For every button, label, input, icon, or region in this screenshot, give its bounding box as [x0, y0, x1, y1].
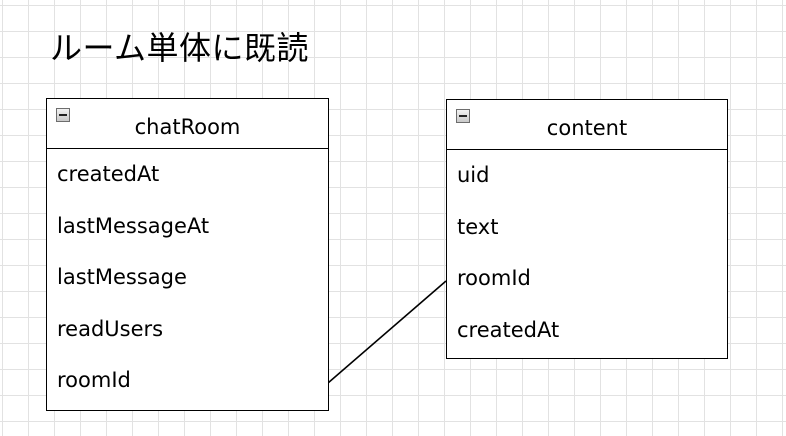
- entity-content[interactable]: content uid text roomId createdAt: [446, 99, 728, 359]
- entity-title: chatRoom: [134, 114, 241, 139]
- field-roomid[interactable]: roomId: [57, 368, 131, 392]
- field-createdat[interactable]: createdAt: [457, 317, 560, 342]
- field-lastmessage[interactable]: lastMessage: [57, 265, 187, 289]
- field-createdat[interactable]: createdAt: [57, 162, 160, 186]
- collapse-icon[interactable]: [456, 109, 470, 123]
- field-uid[interactable]: uid: [457, 163, 490, 187]
- entity-header: chatRoom: [47, 99, 328, 149]
- entity-title: content: [546, 115, 628, 140]
- field-text[interactable]: text: [457, 214, 499, 239]
- field-lastmessageat[interactable]: lastMessageAt: [57, 213, 210, 238]
- field-readusers[interactable]: readUsers: [57, 316, 164, 341]
- field-roomid[interactable]: roomId: [457, 266, 531, 290]
- entity-header: content: [447, 100, 727, 150]
- diagram-title: ルーム単体に既読: [50, 29, 310, 67]
- entity-chatroom[interactable]: chatRoom createdAt lastMessageAt lastMes…: [46, 98, 329, 411]
- roomId-link-line[interactable]: [327, 280, 447, 384]
- collapse-icon[interactable]: [56, 108, 70, 122]
